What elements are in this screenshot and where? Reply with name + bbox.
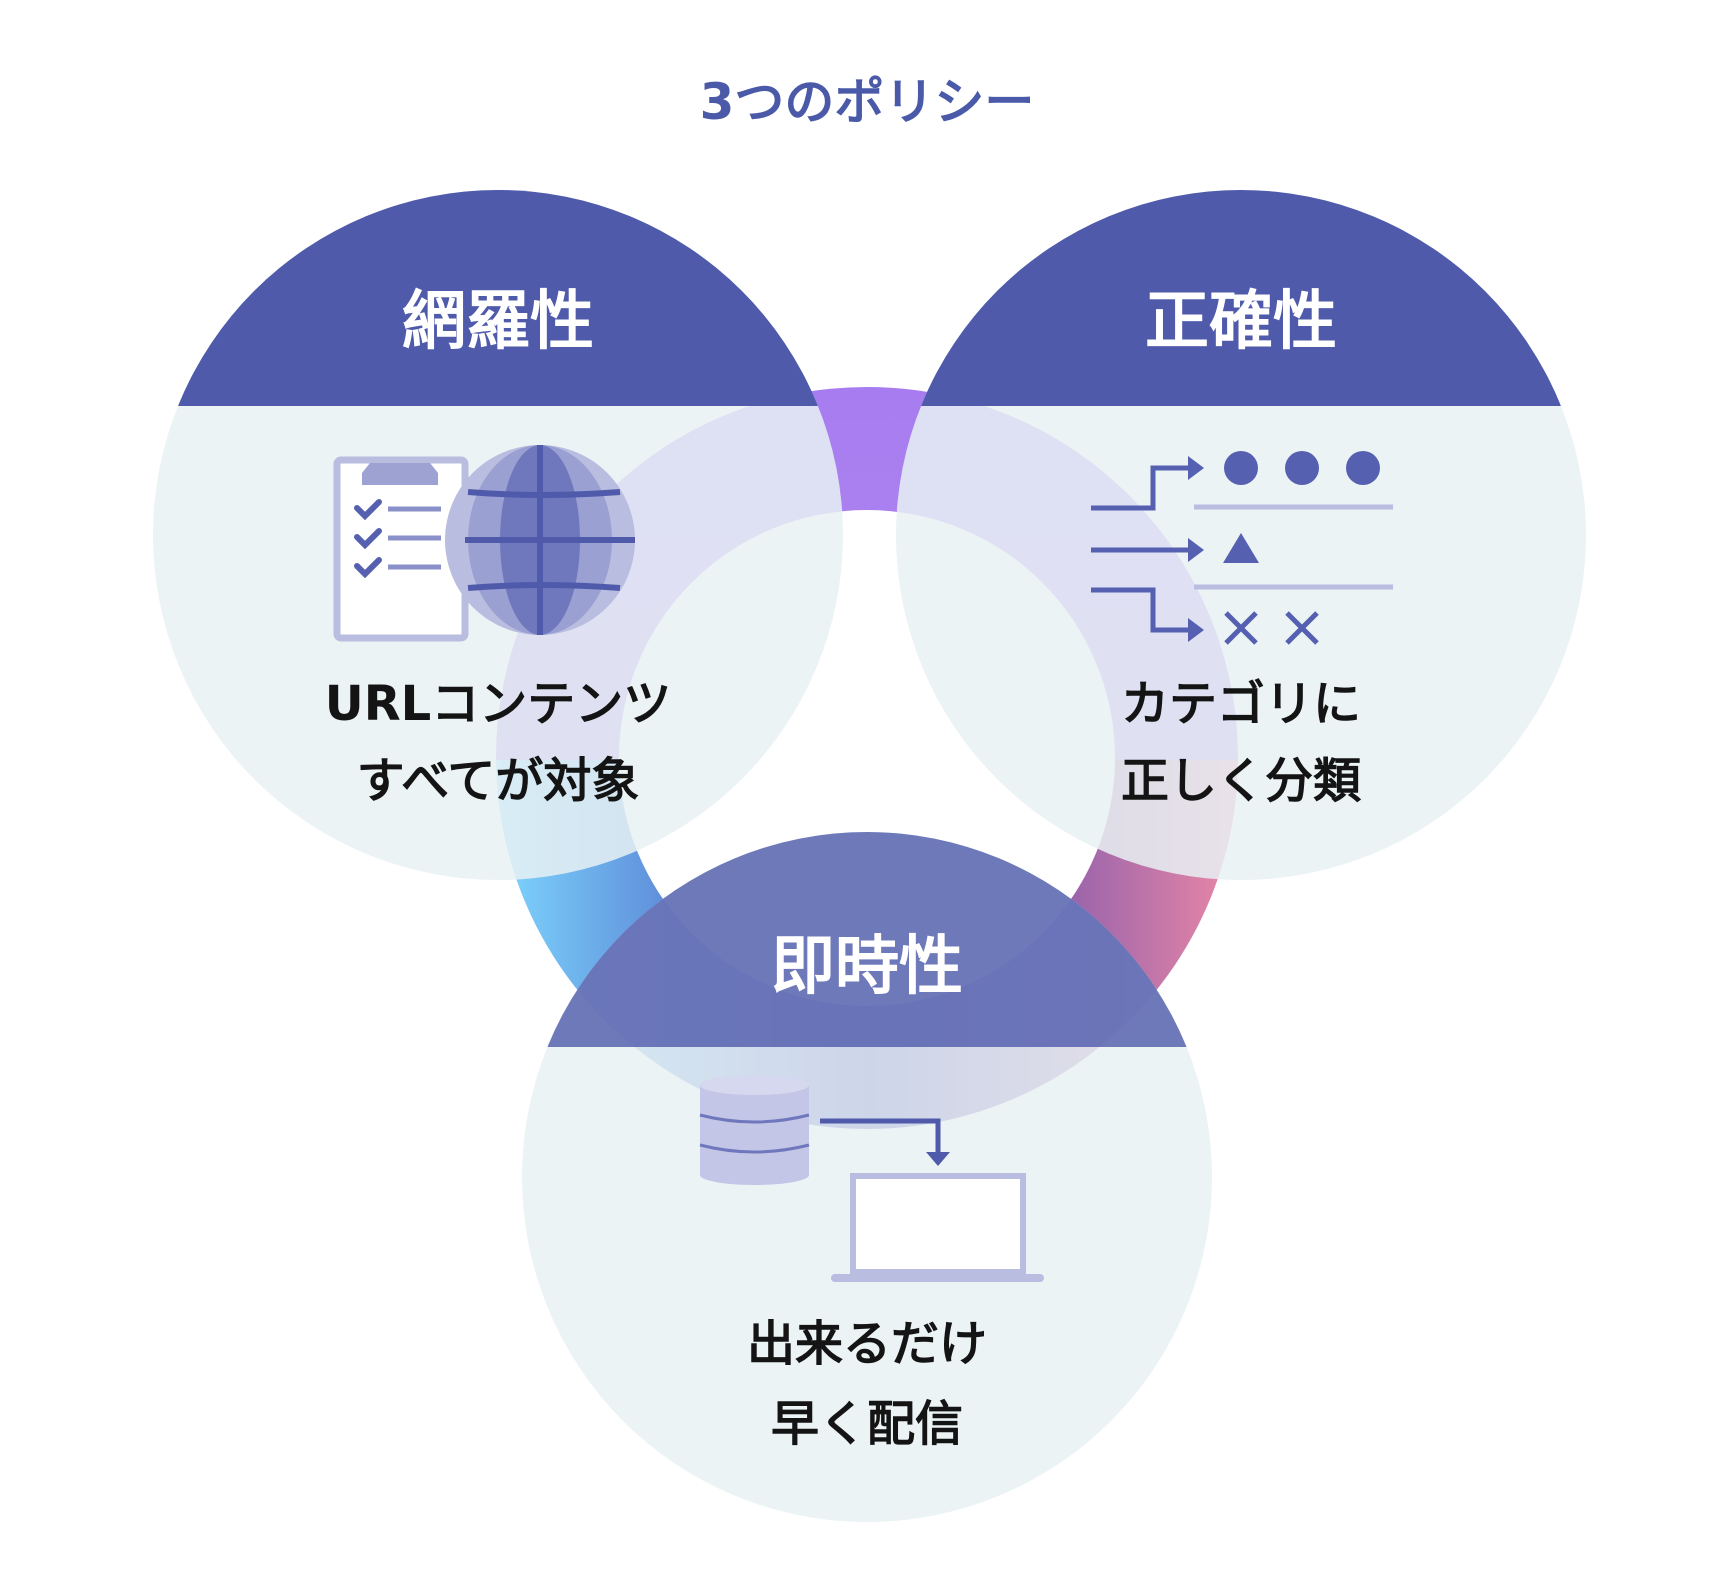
policy-description: 正しく分類	[1121, 753, 1362, 809]
policy-description: すべてが対象	[357, 753, 640, 809]
policy-description: URLコンテンツ	[325, 676, 672, 732]
policy-description: カテゴリに	[1121, 676, 1361, 732]
diagram-title: 3つのポリシー	[700, 73, 1035, 131]
database-to-laptop-icon	[699, 1075, 1044, 1282]
policy-heading: 即時性	[771, 930, 963, 1004]
policy-description: 出来るだけ	[747, 1316, 987, 1372]
policy-heading: 網羅性	[402, 285, 594, 359]
policy-description: 早く配信	[771, 1396, 963, 1452]
policy-heading: 正確性	[1145, 285, 1337, 359]
sorting-arrows-icon	[1091, 451, 1393, 645]
clipboard-globe-icon	[333, 445, 635, 642]
